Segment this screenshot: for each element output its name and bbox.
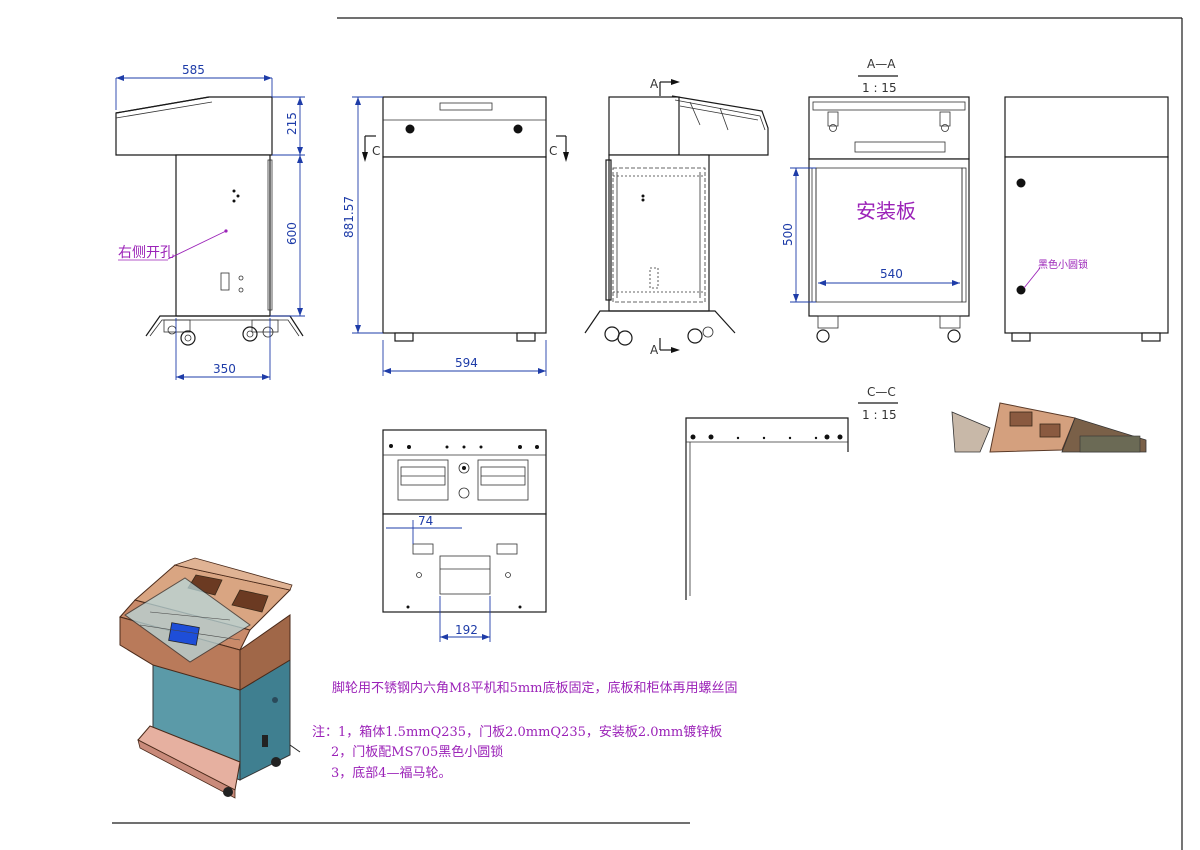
section-aa-title: A—A (867, 57, 896, 71)
note-2: 2，门板配MS705黑色小圆锁 (331, 744, 503, 760)
rear-view (1004, 96, 1169, 342)
isometric-3d-view (119, 557, 301, 799)
partial-3d-view (951, 402, 1147, 453)
label-black-lock: 黑色小圆锁 (1038, 258, 1088, 271)
caster-note: 脚轮用不锈钢内六角M8平机和5mm底板固定，底板和柜体再用螺丝固 (332, 680, 738, 696)
section-cc-view (685, 402, 898, 600)
dim-350: 350 (213, 362, 236, 376)
side-view (115, 75, 305, 380)
dim-540: 540 (880, 267, 903, 281)
dim-500: 500 (781, 223, 795, 246)
label-right-side-hole: 右侧开孔 (118, 245, 174, 261)
marker-c-left: C (372, 144, 380, 158)
marker-a-top: A (650, 77, 659, 91)
marker-a-bottom: A (650, 343, 659, 357)
dim-192: 192 (455, 623, 478, 637)
label-mounting-plate: 安装板 (856, 199, 916, 223)
panel-layout-view (382, 429, 547, 642)
dim-215: 215 (285, 112, 299, 135)
marker-c-right: C (549, 144, 557, 158)
note-1: 注：1，箱体1.5mmQ235，门板2.0mmQ235，安装板2.0mm镀锌板 (312, 724, 722, 740)
section-aa-scale: 1 : 15 (862, 81, 897, 95)
dim-881-57: 881.57 (342, 196, 356, 238)
front-view (352, 96, 569, 376)
note-3: 3，底部4—福马轮。 (331, 765, 452, 781)
dim-74: 74 (418, 514, 433, 528)
dim-585: 585 (182, 63, 205, 77)
section-cc-scale: 1 : 15 (862, 408, 897, 422)
dim-594: 594 (455, 356, 478, 370)
section-side-view (584, 79, 769, 353)
dim-600: 600 (285, 222, 299, 245)
section-aa-view (790, 75, 970, 343)
section-cc-title: C—C (867, 385, 896, 399)
